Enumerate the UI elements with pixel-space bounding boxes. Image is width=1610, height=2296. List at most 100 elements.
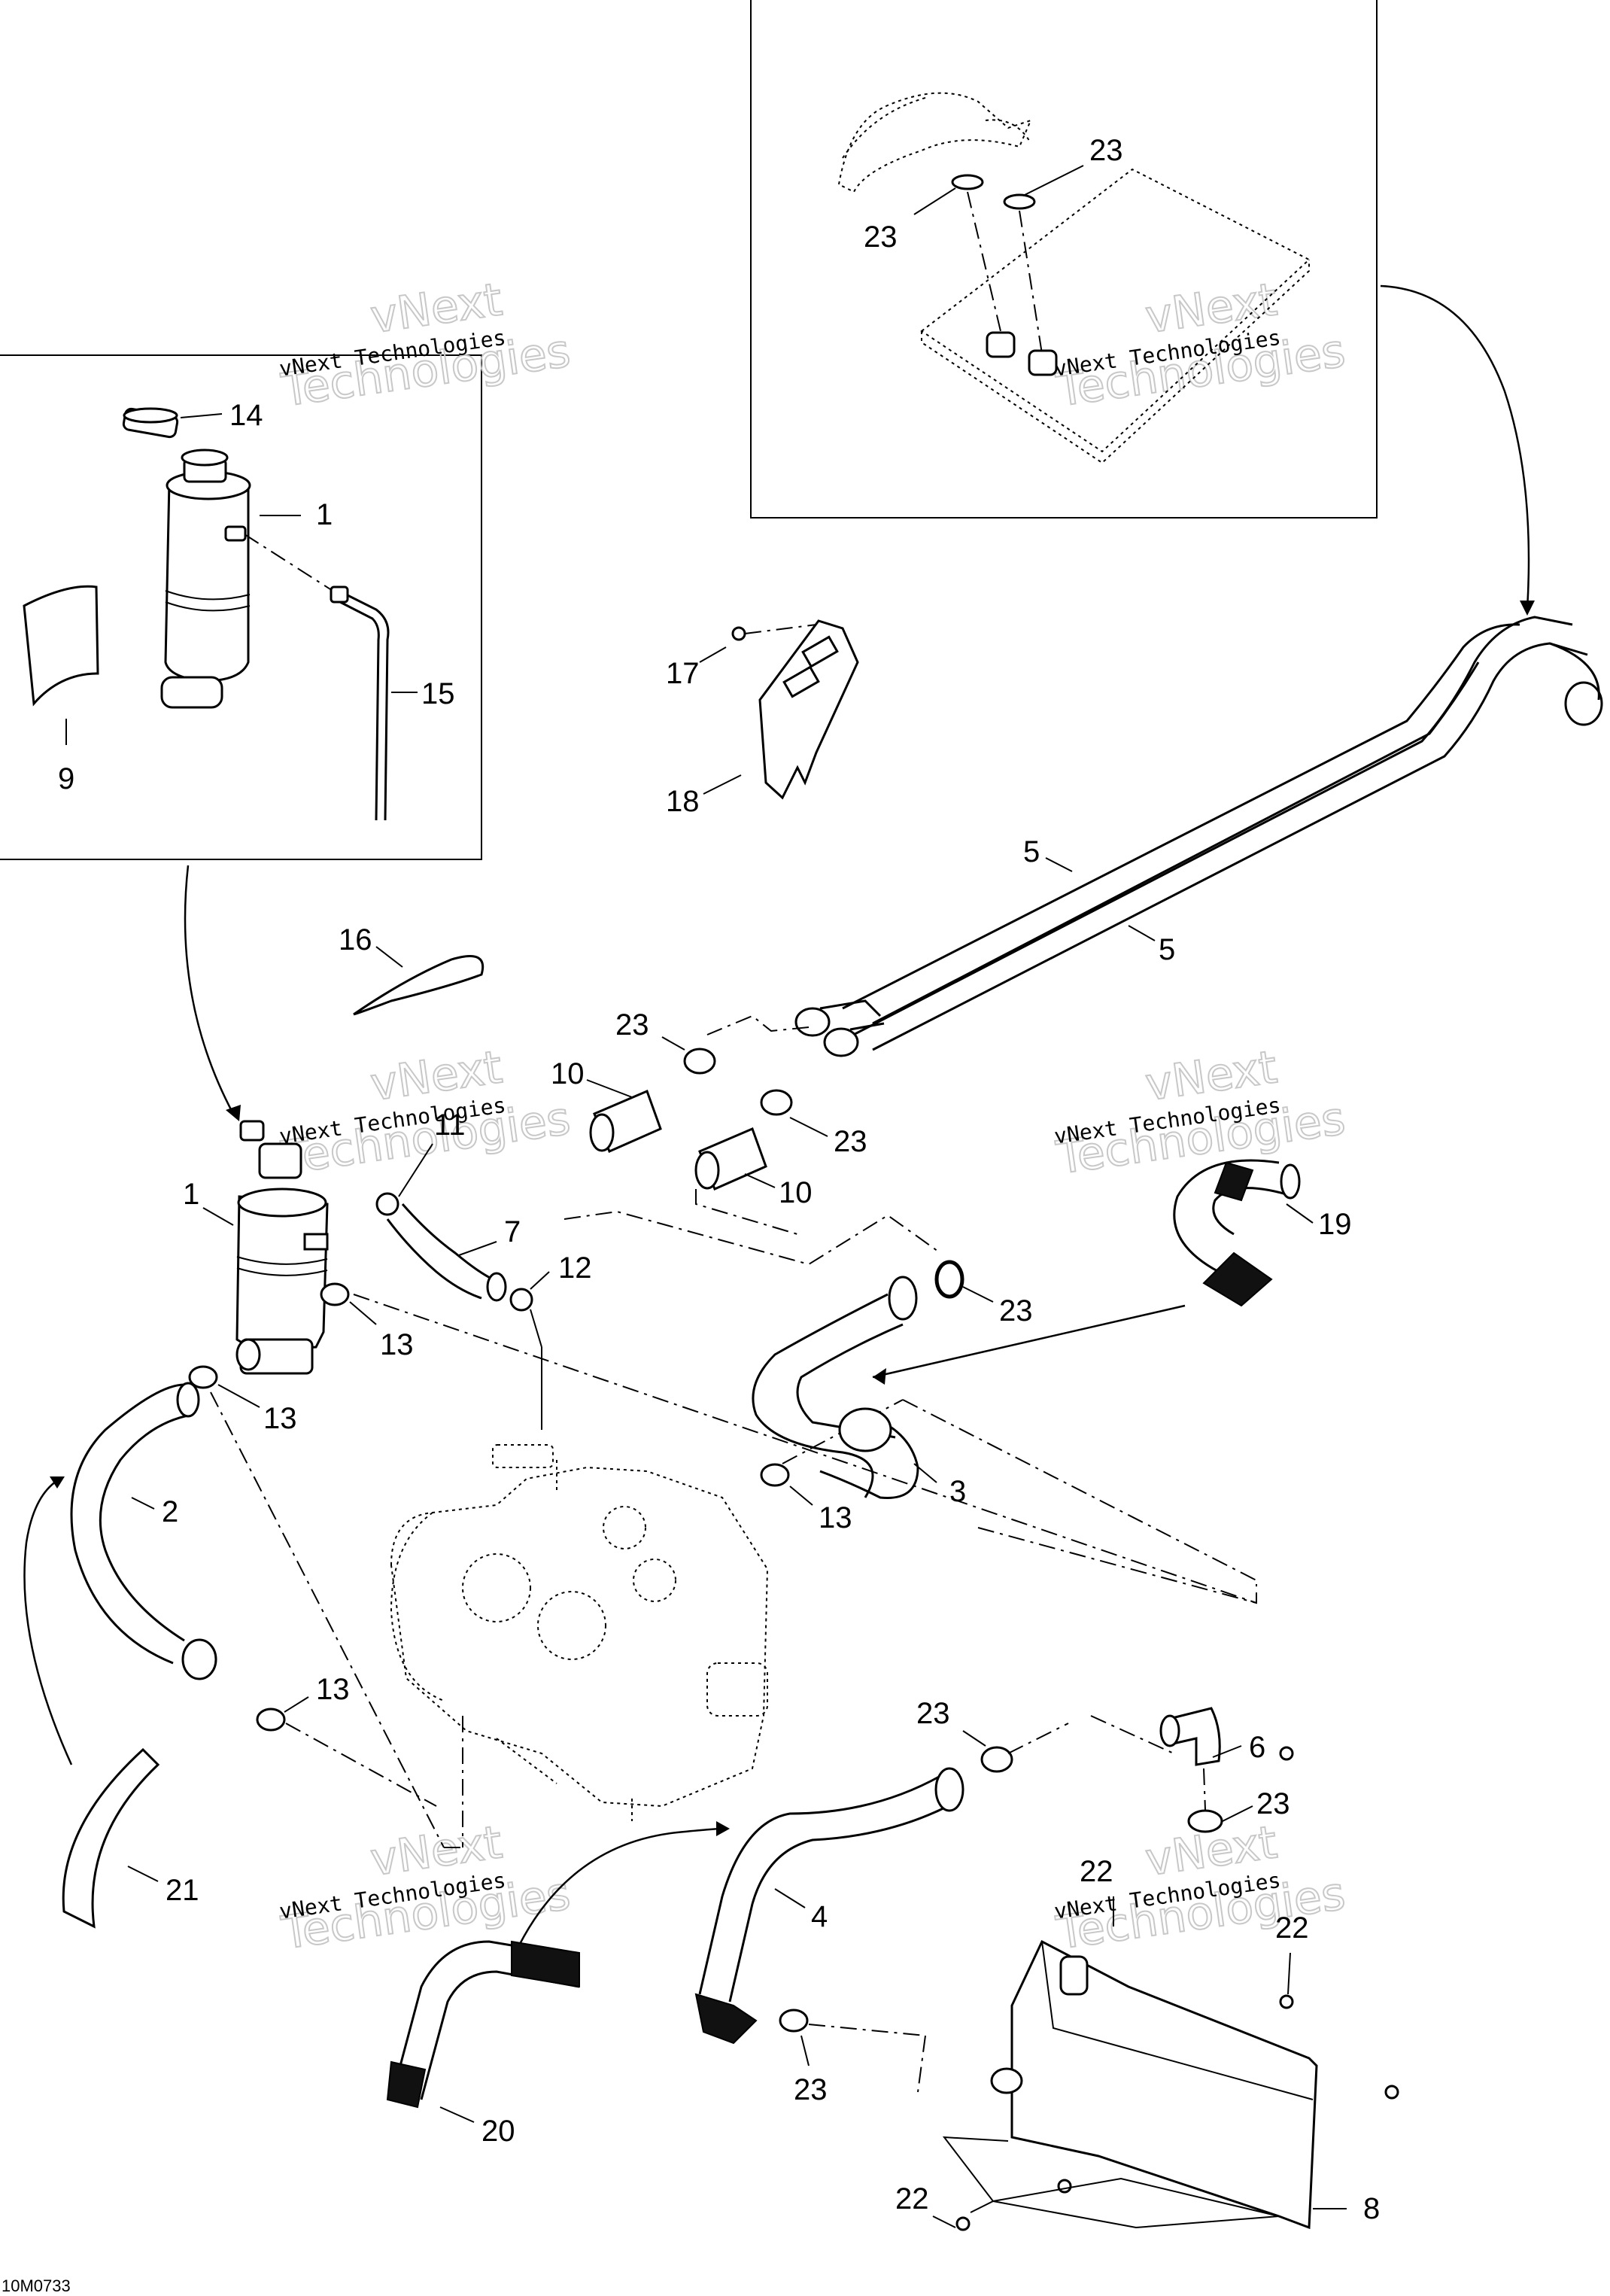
svg-text:19: 19	[1318, 1208, 1352, 1241]
inset-frame-reservoir	[0, 354, 482, 860]
dash-lines-engine	[210, 1294, 1257, 1848]
callout-15: 15	[391, 677, 455, 710]
svg-text:13: 13	[263, 1402, 297, 1435]
inset-arrow-to-reservoir	[184, 865, 241, 1121]
callout-3: 3	[913, 1463, 966, 1508]
callout-23-h: 23	[794, 2035, 828, 2106]
part-23-ring-h	[779, 2009, 926, 2093]
callout-8: 8	[1313, 2192, 1380, 2225]
svg-text:3: 3	[949, 1475, 966, 1508]
svg-text:1: 1	[316, 498, 333, 531]
svg-text:23: 23	[615, 1008, 649, 1042]
callout-22-c: 22	[895, 2182, 956, 2228]
svg-text:13: 13	[316, 1673, 350, 1706]
part-21-sleeve	[62, 1747, 160, 1929]
callout-10-a: 10	[551, 1057, 633, 1098]
arrow-20-to-4	[518, 1821, 730, 1946]
svg-text:14: 14	[229, 399, 263, 432]
svg-text:23: 23	[1256, 1787, 1290, 1820]
svg-text:18: 18	[666, 785, 700, 818]
document-code: 10M0733	[2, 2276, 71, 2295]
watermark-1: Technologies vNext vNext Technologies	[278, 272, 574, 418]
svg-text:22: 22	[1275, 1911, 1309, 1945]
callout-21: 21	[127, 1866, 199, 1907]
part-7-hose	[386, 1203, 507, 1302]
part-9-heat-shield	[23, 585, 99, 707]
engine-block	[390, 1444, 769, 1821]
callout-23-a: 23	[1022, 134, 1123, 196]
svg-text:1: 1	[183, 1178, 199, 1211]
callout-13-a: 13	[349, 1301, 414, 1361]
callout-23-c: 23	[615, 1008, 685, 1051]
callout-13-b: 13	[217, 1384, 297, 1435]
callout-11: 11	[398, 1108, 466, 1197]
part-23-ring-c	[683, 1048, 716, 1075]
callout-2: 2	[131, 1495, 178, 1528]
svg-text:16: 16	[339, 923, 372, 956]
svg-text:23: 23	[864, 220, 898, 254]
svg-text:21: 21	[166, 1874, 199, 1907]
svg-text:23: 23	[1089, 134, 1123, 167]
callout-23-d: 23	[789, 1117, 867, 1158]
callout-23-g: 23	[1222, 1787, 1290, 1822]
watermark-2: Technologies vNext vNext Technologies	[1053, 272, 1349, 418]
svg-text:10: 10	[779, 1176, 813, 1209]
callout-16: 16	[339, 923, 403, 968]
part-15-overflow-hose	[244, 534, 390, 821]
part-12-clamp	[509, 1288, 542, 1430]
connection-lines-couplers	[564, 1014, 941, 1266]
callout-6: 6	[1212, 1731, 1265, 1764]
svg-text:22: 22	[895, 2182, 929, 2215]
part-5-long-hoses	[794, 616, 1603, 1057]
svg-text:5: 5	[1159, 933, 1175, 966]
svg-text:15: 15	[421, 677, 455, 710]
part-1-reservoir-inset	[160, 449, 251, 709]
part-17-screw	[731, 624, 817, 641]
callout-13-d: 13	[284, 1673, 350, 1713]
callout-1-main: 1	[183, 1178, 234, 1226]
callout-1-inset: 1	[260, 498, 333, 531]
part-8-heat-exchanger	[942, 1746, 1399, 2231]
svg-text:12: 12	[558, 1251, 592, 1285]
part-13-clamp-a	[188, 1365, 218, 1389]
svg-text:17: 17	[666, 657, 700, 690]
callout-7: 7	[458, 1215, 521, 1256]
svg-text:23: 23	[916, 1697, 950, 1730]
part-6-elbow	[1159, 1707, 1221, 1766]
svg-text:11: 11	[434, 1108, 466, 1142]
callout-23-f: 23	[916, 1697, 986, 1747]
svg-text:8: 8	[1363, 2192, 1380, 2225]
svg-text:13: 13	[819, 1501, 852, 1534]
svg-text:23: 23	[999, 1294, 1033, 1327]
callout-23-b: 23	[864, 187, 956, 254]
part-3-hose	[752, 1260, 964, 1499]
svg-text:2: 2	[162, 1495, 178, 1528]
arrow-21-to-2	[23, 1476, 73, 1765]
part-1-reservoir-main	[235, 1120, 329, 1375]
part-16-tie-strap	[353, 955, 484, 1016]
part-23-ring-f	[980, 1723, 1069, 1773]
part-23-ring-g	[1187, 1768, 1223, 1833]
part-23-ring-e	[936, 1261, 963, 1297]
callout-20: 20	[439, 2106, 515, 2148]
svg-text:13: 13	[380, 1328, 414, 1361]
part-18-bracket	[758, 619, 859, 800]
callout-9: 9	[58, 719, 74, 795]
part-13-clamp-d	[256, 1708, 286, 1732]
callout-17: 17	[666, 646, 727, 690]
part-10-coupler-a	[589, 1089, 662, 1153]
callout-5-a: 5	[1023, 835, 1073, 872]
svg-text:6: 6	[1249, 1731, 1265, 1764]
part-20-hose	[386, 1940, 580, 2109]
callout-5-b: 5	[1128, 925, 1175, 966]
svg-text:10: 10	[551, 1057, 585, 1090]
arrow-radiator-to-hoses	[1380, 284, 1535, 616]
svg-text:9: 9	[58, 762, 74, 795]
callout-22-b: 22	[1275, 1911, 1309, 1995]
part-4-hose	[694, 1767, 964, 2045]
callout-10-b: 10	[744, 1173, 813, 1209]
part-10-coupler-b	[694, 1127, 767, 1191]
part-13-clamp-c	[760, 1463, 790, 1487]
callout-23-e: 23	[962, 1286, 1033, 1327]
